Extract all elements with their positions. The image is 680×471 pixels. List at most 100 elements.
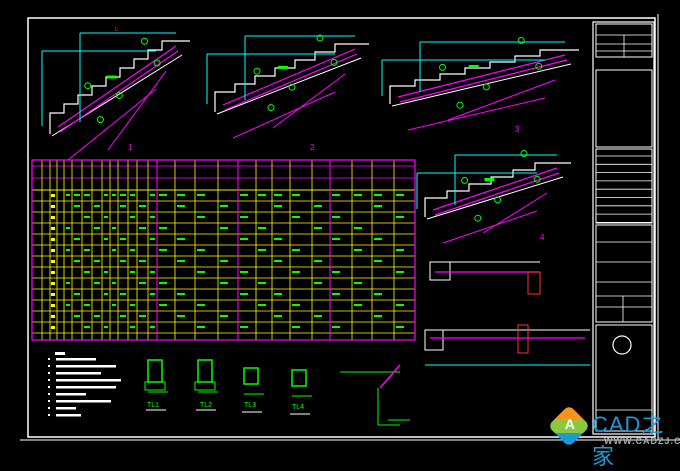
table-cell-value xyxy=(66,282,70,284)
title-block xyxy=(592,21,655,435)
table-cell-value xyxy=(197,194,205,196)
table-cell-value xyxy=(150,194,155,196)
note-number xyxy=(48,400,50,402)
table-row-id xyxy=(51,249,55,252)
beam-label-tl4: TL4 xyxy=(292,404,304,411)
rebar-marker-icon xyxy=(141,37,148,45)
table-cell-value xyxy=(120,205,126,207)
table-row-id xyxy=(51,216,55,219)
section-labels: 1 2 3 4 L TL1 TL2 TL3 TL4 xyxy=(115,27,545,411)
table-cell-value xyxy=(332,271,340,273)
note-number xyxy=(48,358,50,360)
rebar-marker-icon xyxy=(253,67,261,75)
table-row-id xyxy=(51,282,55,285)
table-row-id xyxy=(51,271,55,274)
table-cell-value xyxy=(354,194,362,196)
table-cell-value xyxy=(130,249,135,251)
beam-sections xyxy=(144,359,410,426)
rebar-marker-icon xyxy=(520,150,528,157)
table-cell-value xyxy=(130,304,135,306)
table-cell-value xyxy=(94,205,100,207)
table-cell-value xyxy=(104,293,108,295)
table-cell-value xyxy=(177,238,185,240)
title-block-section xyxy=(595,324,653,432)
table-cell-value xyxy=(274,205,282,207)
table-cell-value xyxy=(292,271,300,273)
table-cell-value xyxy=(177,194,185,196)
table-cell-value xyxy=(396,326,404,328)
rebar-marker-icon xyxy=(482,83,490,91)
rebar-bottom xyxy=(224,53,358,111)
note-text xyxy=(56,393,86,396)
beam-support xyxy=(144,381,166,391)
table-cell-value xyxy=(84,304,90,306)
table-cell-value xyxy=(374,315,382,317)
table-cell-value xyxy=(332,238,340,240)
table-cell-value xyxy=(120,293,126,295)
stair-profile xyxy=(214,43,369,112)
table-cell-value xyxy=(112,304,116,306)
table-cell-value xyxy=(120,194,126,196)
table-cell-value xyxy=(220,315,228,317)
table-row-id xyxy=(51,293,55,296)
table-cell-value xyxy=(258,194,266,196)
table-cell-value xyxy=(354,249,362,251)
table-cell-value xyxy=(220,282,228,284)
section-label-4: 4 xyxy=(540,233,545,242)
rebar-detail xyxy=(67,88,157,161)
table-cell-value xyxy=(374,205,382,207)
stair-profile xyxy=(424,162,571,217)
stair-soffit xyxy=(391,63,572,107)
table-cell-value xyxy=(112,194,116,196)
stair-profile xyxy=(49,40,190,134)
table-cell-value xyxy=(258,282,266,284)
table-cell-value xyxy=(84,326,90,328)
table-row-id xyxy=(51,227,55,230)
table-cell-value xyxy=(94,282,100,284)
note-text xyxy=(56,400,111,403)
beam-section xyxy=(243,367,259,385)
table-cell-value xyxy=(292,216,300,218)
title-block-section xyxy=(595,224,653,323)
table-cell-value xyxy=(396,194,404,196)
table-cell-value xyxy=(66,249,70,251)
rebar-detail xyxy=(272,73,346,129)
table-border xyxy=(31,159,416,341)
table-cell-value xyxy=(150,271,155,273)
table-cell-value xyxy=(374,260,382,262)
table-cell-value xyxy=(197,326,205,328)
table-cell-value xyxy=(104,194,108,196)
rebar-tag xyxy=(468,65,479,68)
watermark-logo-icon: A xyxy=(547,404,591,448)
title-block-section xyxy=(595,69,653,148)
table-cell-value xyxy=(314,260,322,262)
company-logo-icon xyxy=(612,335,632,355)
section-label-3: 3 xyxy=(515,125,520,134)
table-cell-value xyxy=(374,293,382,295)
table-cell-value xyxy=(130,216,135,218)
table-row-id xyxy=(51,304,55,307)
table-cell-value xyxy=(314,315,322,317)
table-cell-value xyxy=(396,271,404,273)
table-cell-value xyxy=(220,227,228,229)
landing-detail xyxy=(429,261,451,281)
rebar-top xyxy=(397,54,566,98)
rebar-marker-icon xyxy=(96,116,104,124)
note-number xyxy=(48,386,50,388)
table-cell-value xyxy=(314,227,322,229)
table-cell-value xyxy=(139,315,146,317)
note-text xyxy=(56,386,116,389)
table-cell-value xyxy=(104,216,108,218)
table-cell-value xyxy=(159,304,167,306)
note-number xyxy=(48,393,50,395)
rebar-bottom xyxy=(434,172,560,216)
table-cell-value xyxy=(292,326,300,328)
table-cell-value xyxy=(84,194,90,196)
table-cell-value xyxy=(104,271,108,273)
table-cell-value xyxy=(104,326,108,328)
section-label-1: 1 xyxy=(128,143,133,152)
table-cell-value xyxy=(74,205,80,207)
rebar-marker-icon xyxy=(456,101,464,109)
rebar-marker-icon xyxy=(474,214,482,222)
rebar-marker-icon xyxy=(84,82,92,90)
